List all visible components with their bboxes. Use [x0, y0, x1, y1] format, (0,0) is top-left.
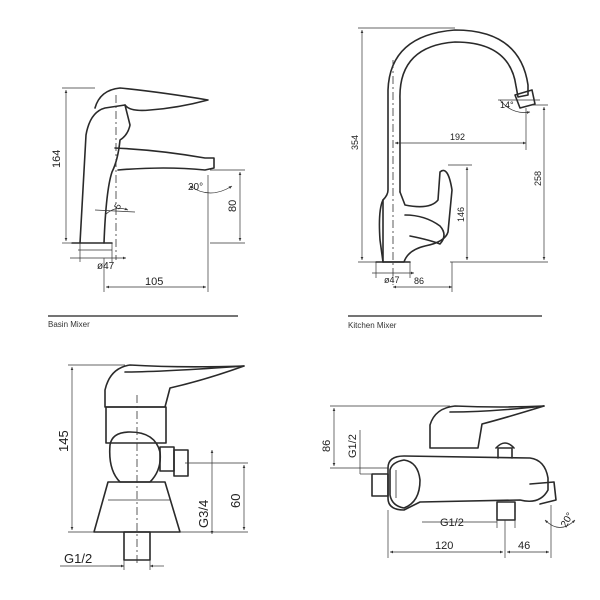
- basin-lever-angle-label: 5: [112, 202, 123, 211]
- kitchen-mixer-gooseneck: [382, 29, 529, 263]
- bidet-mixer-head: [104, 364, 245, 408]
- bath-width-label: 120: [435, 540, 453, 552]
- bath-mixer-head: [429, 405, 545, 449]
- bidet-mixer-drawing: 145 60 G3/4 G1/2: [56, 364, 248, 570]
- bidet-connection-height-label: 60: [228, 494, 243, 508]
- basin-diameter-label: ø47: [97, 261, 115, 272]
- bath-mixer-body: [387, 455, 549, 511]
- bidet-mixer-neck: [105, 406, 167, 444]
- kitchen-reach-label: 192: [450, 132, 465, 142]
- bath-mixer-lever: [449, 405, 545, 413]
- kitchen-caption: Kitchen Mixer: [348, 321, 397, 330]
- bath-height-label: 86: [321, 440, 333, 452]
- bath-mixer-outlet: [496, 501, 516, 521]
- kitchen-spout-angle-label: 14°: [500, 100, 514, 110]
- bath-horizontal-thread-label: G1/2: [440, 517, 464, 529]
- basin-caption: Basin Mixer: [48, 320, 90, 329]
- basin-mixer-lever: [94, 87, 209, 112]
- bath-vertical-thread-label: G1/2: [347, 434, 359, 458]
- basin-spout-height-label: 80: [227, 200, 239, 212]
- basin-mixer-spout: [114, 147, 215, 171]
- basin-reach-label: 105: [145, 276, 163, 288]
- bath-mixer-inlet: [371, 473, 389, 497]
- kitchen-mixer-lever: [404, 214, 445, 245]
- kitchen-mixer-spout-tip: [514, 89, 536, 109]
- kitchen-mixer-drawing: 354 258 192 146 ø47 86 14°: [350, 27, 548, 292]
- bath-mixer-drawing: 86 G1/2 G1/2 120 46 20°: [321, 405, 576, 558]
- bidet-mixer-lever: [124, 365, 245, 373]
- bidet-height-label: 145: [56, 430, 71, 452]
- basin-mixer-body: [79, 104, 131, 244]
- kitchen-height-label: 354: [350, 135, 360, 150]
- kitchen-diameter-label: ø47: [384, 275, 400, 285]
- bidet-mixer-valve: [108, 431, 162, 483]
- bath-spout-angle-label: 20°: [559, 511, 576, 530]
- kitchen-base-offset-label: 86: [414, 276, 424, 286]
- kitchen-body-height-label: 146: [456, 207, 466, 222]
- bidet-mixer-side-neck: [159, 446, 175, 472]
- kitchen-spout-height-label: 258: [533, 171, 543, 186]
- bath-mixer-eccentric: [389, 459, 421, 509]
- bidet-bottom-thread-label: G1/2: [64, 551, 92, 566]
- bath-mixer-spout: [529, 481, 557, 505]
- bath-spout-offset-label: 46: [518, 540, 530, 552]
- basin-mixer-drawing: 164 80 ø47 105 20° 5: [51, 87, 245, 292]
- bidet-side-thread-label: G3/4: [196, 500, 211, 528]
- bath-mixer-diverter: [495, 442, 515, 459]
- basin-spout-angle-label: 20°: [188, 182, 203, 193]
- basin-height-label: 164: [51, 150, 63, 168]
- kitchen-mixer-body: [378, 169, 453, 263]
